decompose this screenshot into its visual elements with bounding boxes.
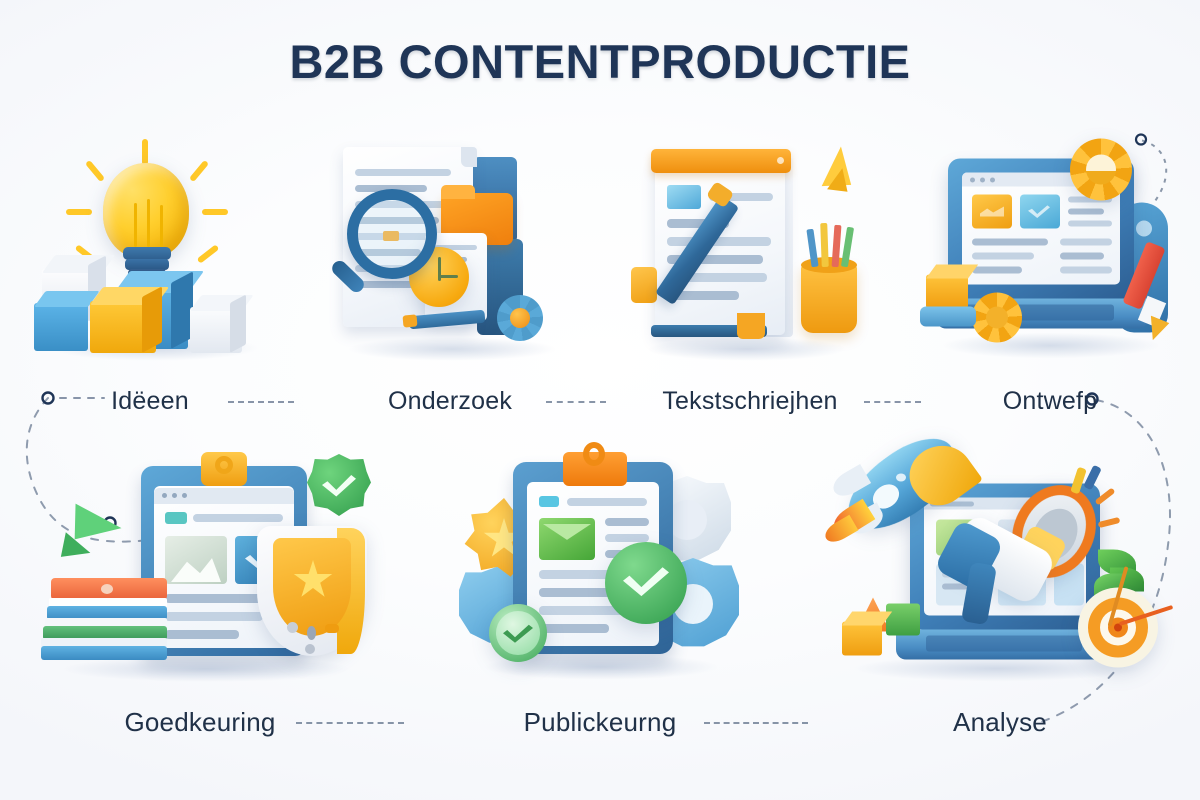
label-cell-2: Onderzoek xyxy=(300,386,606,416)
connector-dash-2 xyxy=(546,401,606,403)
clipboard-check-icon xyxy=(455,442,745,688)
step-cell-publiceren[interactable] xyxy=(400,442,800,688)
step-cell-tekstschrijven[interactable] xyxy=(600,130,900,370)
step-cell-ontwerp[interactable] xyxy=(900,130,1200,370)
notepad-pencil-icon xyxy=(625,135,875,365)
step-label-ontwerp: Ontwefp xyxy=(1002,386,1098,415)
connector-dash-4 xyxy=(296,722,404,724)
step-label-goedkeuring: Goedkeuring xyxy=(124,706,276,737)
step-label-publiceren: Publickeurng xyxy=(523,706,677,737)
label-cell-7: Analyse xyxy=(800,707,1200,738)
label-row-2: Goedkeuring Publickeurng Analyse xyxy=(0,706,1200,738)
page-title-wrap: B2B CONTENTPRODUCTIE xyxy=(0,34,1200,89)
connector-dash-3 xyxy=(864,401,921,403)
lightbulb-cubes-icon xyxy=(30,135,270,365)
connector-dash-1 xyxy=(228,401,294,403)
step-label-analyse: Analyse xyxy=(953,706,1047,737)
label-cell-4: Ontwefp xyxy=(900,387,1200,416)
label-cell-3: Tekstschriejhen xyxy=(600,386,921,416)
label-cell-5: Goedkeuring xyxy=(0,706,404,738)
label-cell-6: Publickeurng xyxy=(400,706,808,738)
step-cell-ideeen[interactable] xyxy=(0,130,300,370)
clipboard-shield-icon xyxy=(41,448,371,688)
page-title: B2B CONTENTPRODUCTIE xyxy=(289,35,911,88)
step-label-onderzoek: Onderzoek xyxy=(387,386,513,415)
step-cell-goedkeuring[interactable] xyxy=(0,448,400,688)
rocket-megaphone-target-icon xyxy=(821,422,1174,691)
step-cell-analyse[interactable] xyxy=(800,422,1200,691)
icon-row-2 xyxy=(0,422,1200,691)
icon-row-1 xyxy=(0,130,1200,370)
laptop-design-icon xyxy=(920,133,1180,368)
step-label-ideeen: Idëeen xyxy=(111,386,189,415)
label-row-1: Idëeen Onderzoek Tekstschriejhen Ontwefp xyxy=(0,386,1200,416)
label-cell-1: Idëeen xyxy=(0,387,300,416)
document-magnifier-icon xyxy=(325,135,575,365)
step-cell-onderzoek[interactable] xyxy=(300,130,600,370)
connector-dash-5 xyxy=(704,722,808,724)
step-label-tekstschrijven: Tekstschriejhen xyxy=(662,386,838,415)
